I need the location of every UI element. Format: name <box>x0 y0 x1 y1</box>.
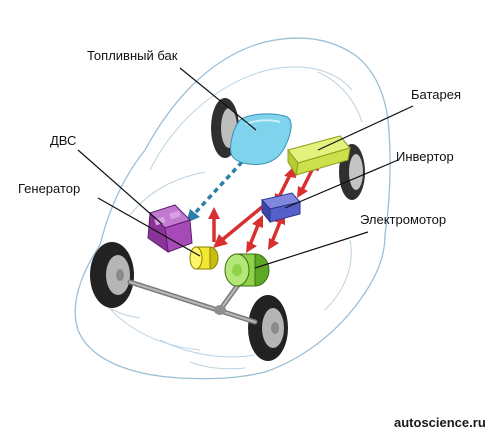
label-ice: ДВС <box>50 133 76 148</box>
electric-motor-component <box>224 253 270 287</box>
leader-lines <box>77 67 414 269</box>
front-axle <box>127 279 258 325</box>
leader-battery <box>317 105 414 151</box>
generator-component <box>189 246 219 270</box>
label-inverter: Инвертор <box>396 149 454 164</box>
ice-engine-component <box>147 204 193 254</box>
fuel-tank-component <box>230 113 292 165</box>
leader-generator <box>97 197 201 257</box>
inverter-component <box>261 192 301 224</box>
label-electric-motor: Электромотор <box>360 212 446 227</box>
label-fuel-tank: Топливный бак <box>87 48 178 63</box>
leader-inverter <box>284 159 399 209</box>
car-body-outline <box>74 37 391 380</box>
front-left-wheel <box>90 242 134 308</box>
leader-ice <box>77 149 163 225</box>
watermark-text: autoscience.ru <box>394 415 486 430</box>
label-battery: Батарея <box>411 87 461 102</box>
leader-electric-motor <box>254 231 369 269</box>
label-generator: Генератор <box>18 181 80 196</box>
front-right-wheel <box>248 295 288 361</box>
leader-fuel-tank <box>179 67 257 131</box>
